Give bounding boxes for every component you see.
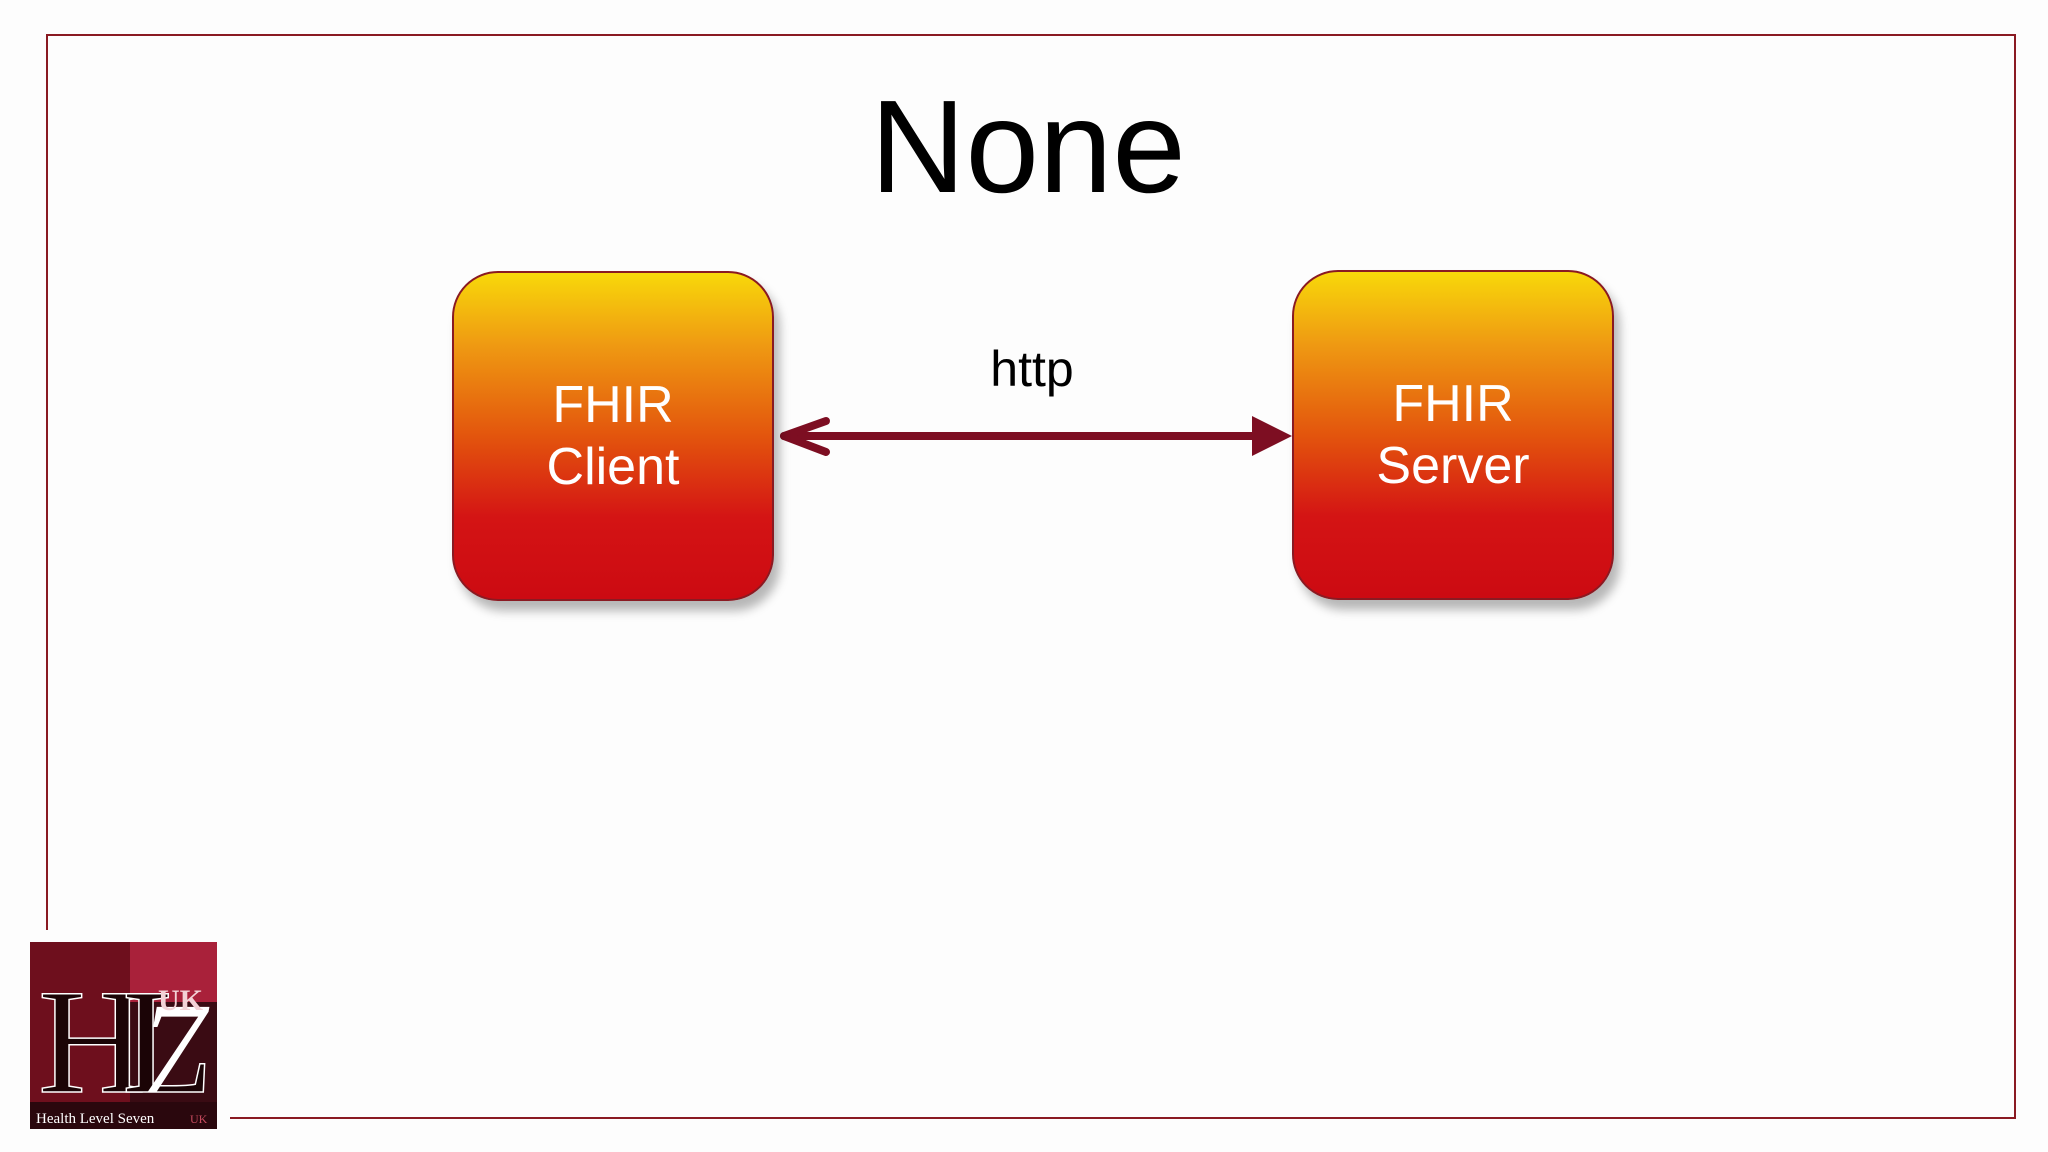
http-connector (780, 416, 1292, 456)
slide-title: None (870, 73, 1186, 220)
fhir-server-label: FHIR Server (1376, 375, 1530, 495)
svg-text:H: H (38, 959, 146, 1125)
http-label: http (990, 341, 1074, 397)
svg-text:UK: UK (190, 1112, 208, 1126)
svg-text:UK: UK (158, 984, 204, 1017)
open-arrowhead-left (780, 417, 830, 456)
fhir-client-box: FHIR Client (452, 271, 774, 601)
fhir-server-box: FHIR Server (1292, 270, 1614, 600)
fhir-client-label: FHIR Client (546, 376, 680, 496)
svg-text:Health Level Seven: Health Level Seven (36, 1111, 155, 1127)
frame-line (46, 34, 2016, 1119)
hl7-uk-logo: H L 7 UK Health Level Seven UK (30, 942, 217, 1129)
svg-text:7: 7 (140, 977, 210, 1121)
filled-arrowhead-right (1252, 416, 1292, 456)
svg-text:L: L (122, 959, 214, 1125)
